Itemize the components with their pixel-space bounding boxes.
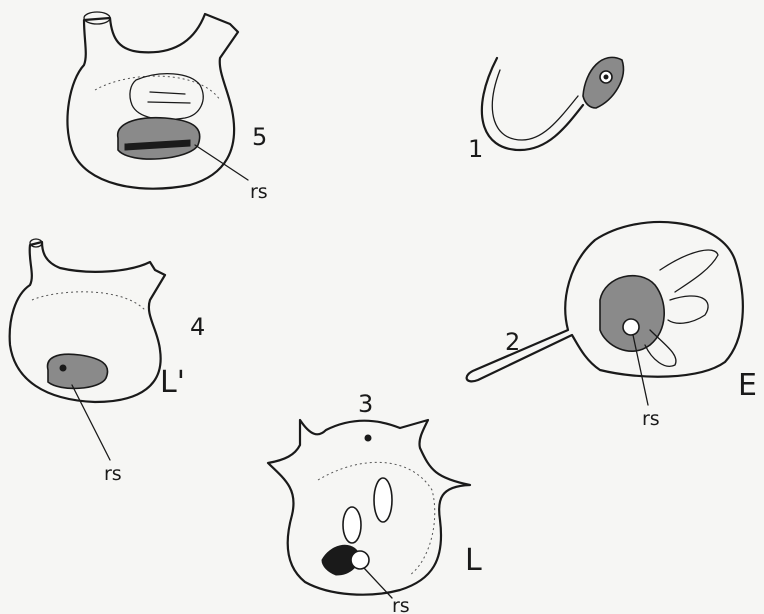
- figure-2-part-label: rs: [642, 408, 660, 430]
- figure-3-stage-label: L: [465, 543, 482, 578]
- figure-5: 5 rs: [68, 12, 268, 203]
- rs-structure: [48, 354, 108, 388]
- curved-body-inner: [492, 70, 578, 140]
- larva-outline: [68, 14, 238, 189]
- figure-5-part-label: rs: [250, 181, 268, 203]
- figure-2-stage-label: E: [738, 368, 757, 403]
- larva-outline: [268, 420, 470, 595]
- germ-mass: [130, 74, 203, 120]
- nucleolus: [604, 75, 608, 79]
- rs-structure: [351, 551, 369, 569]
- figure-4-number: 4: [190, 313, 205, 341]
- figure-2-number: 2: [505, 328, 520, 356]
- process-upper: [660, 250, 718, 292]
- rs-spot: [60, 365, 66, 371]
- figure-1-number: 1: [468, 135, 483, 163]
- figure-4-part-label: rs: [104, 463, 122, 485]
- gland-left: [343, 507, 361, 543]
- figure-3: 3 L rs: [268, 390, 482, 614]
- figure-5-number: 5: [252, 123, 267, 151]
- figure-2: 2 E rs: [467, 222, 757, 430]
- germ-mass-texture: [148, 92, 190, 103]
- figure-3-part-label: rs: [392, 595, 410, 614]
- figure-3-number: 3: [358, 390, 373, 418]
- figure-4-stage-label: L': [160, 365, 185, 400]
- apical-pore: [365, 435, 371, 441]
- figure-1: 1: [468, 57, 623, 163]
- figure-4: 4 L' rs: [10, 239, 206, 485]
- process-middle: [668, 296, 708, 323]
- rs-leader-line: [195, 145, 248, 180]
- rs-structure: [118, 118, 200, 159]
- rs-structure: [623, 319, 639, 335]
- gland-right: [374, 478, 392, 522]
- curved-body-outer: [482, 58, 583, 150]
- inner-membrane: [32, 292, 145, 310]
- rs-leader-line: [72, 385, 110, 460]
- inner-mass: [600, 276, 664, 352]
